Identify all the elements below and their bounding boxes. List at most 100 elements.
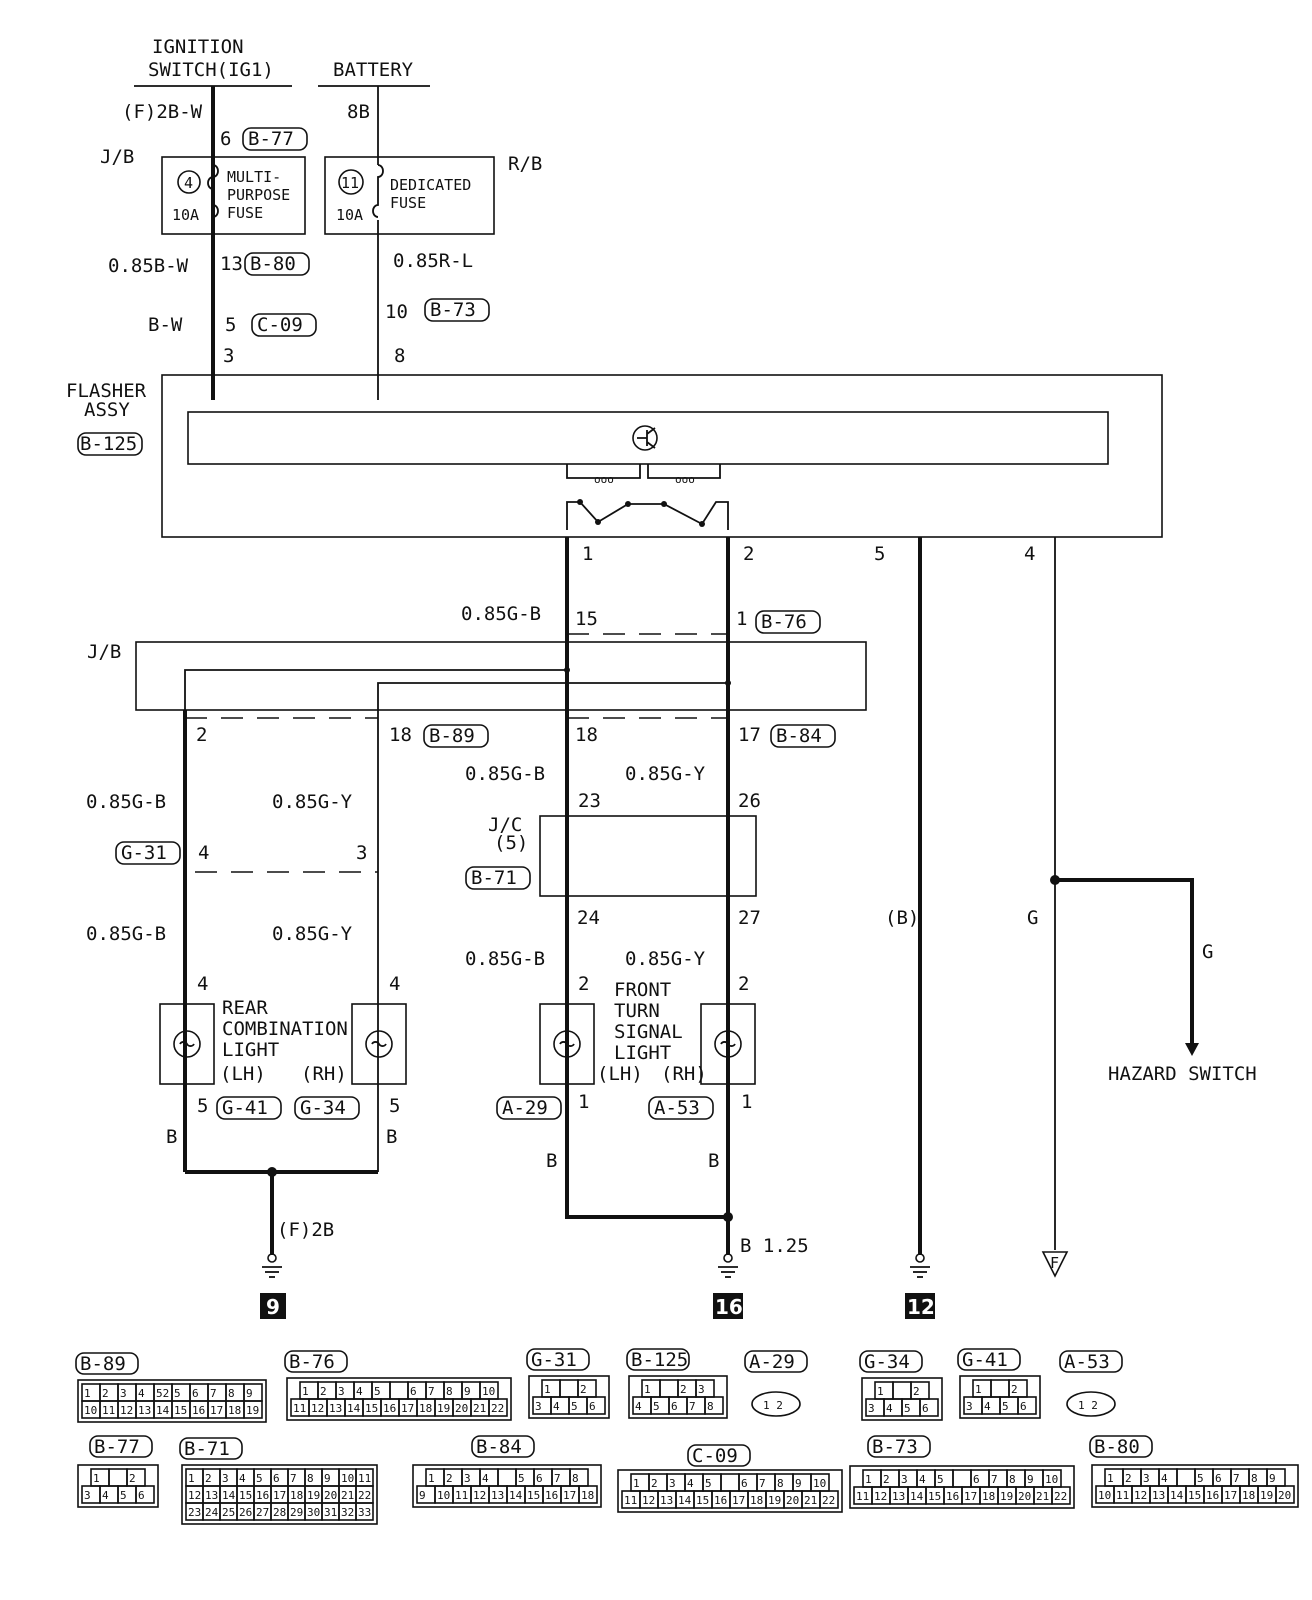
pin-number: 52: [156, 1387, 169, 1400]
pin-number: 5: [374, 1385, 381, 1398]
pin-number: 1: [877, 1385, 884, 1398]
pin-number: 3: [669, 1477, 676, 1490]
pin-number: 15: [1188, 1489, 1201, 1502]
pin-number: 6: [1020, 1400, 1027, 1413]
pin-5: 5: [225, 314, 236, 336]
legend-tag-label: A-53: [1064, 1351, 1110, 1373]
pin-number: 17: [1224, 1489, 1237, 1502]
pin-number: 26: [239, 1506, 252, 1519]
pin-number: 18: [1242, 1489, 1255, 1502]
flasher-transistor-icon: [632, 425, 658, 451]
legend-tag-label: G-41: [962, 1349, 1008, 1371]
pin-number: 1: [975, 1383, 982, 1396]
front-rh-pin-1: 1: [741, 1091, 752, 1113]
pin-number: 4: [553, 1400, 560, 1413]
legend-tag-g34: G-34: [859, 1350, 923, 1373]
junction-block-mid: [135, 641, 867, 711]
pin-number: 5: [120, 1489, 127, 1502]
bulb-icon: [553, 1030, 581, 1058]
pin-number: 6: [741, 1477, 748, 1490]
front-lh-label: (LH): [597, 1063, 643, 1085]
connector-tag-b89: [423, 724, 489, 748]
pin-number: 7: [554, 1472, 561, 1485]
hazard-branch-wire: [1055, 878, 1194, 1045]
g31-pin-3: 3: [356, 842, 367, 864]
pin-number: 1: [644, 1383, 651, 1396]
pin-number: 7: [759, 1477, 766, 1490]
legend-tag-label: B-76: [289, 1351, 335, 1373]
bulb-icon: [173, 1030, 201, 1058]
front-lh-pin-2: 2: [578, 973, 589, 995]
flasher-pin-1: 1: [582, 543, 593, 565]
pin-number: 11: [358, 1472, 371, 1485]
pin-number: 8: [307, 1472, 314, 1485]
pin-number: 3: [535, 1400, 542, 1413]
pin-number: 21: [341, 1489, 354, 1502]
flasher-module: [187, 411, 1109, 465]
pin-number: 31: [324, 1506, 337, 1519]
pin-number: 22: [358, 1489, 371, 1502]
pin-6: 6: [220, 128, 231, 150]
legend-tag-g31: G-31: [526, 1348, 590, 1371]
pin-number: 19: [1260, 1489, 1273, 1502]
fuse-4-name-2: PURPOSE: [227, 186, 290, 204]
pin-number: 13: [205, 1489, 218, 1502]
pin-number: 10: [341, 1472, 354, 1485]
legend-tag-label: B-125: [631, 1349, 688, 1371]
connector-tag-g31-label: G-31: [121, 842, 167, 864]
wire-label-bw: B-W: [148, 314, 183, 336]
pin-number: 6: [536, 1472, 543, 1485]
pin-number: 17: [273, 1489, 286, 1502]
joint-connector-5: [539, 815, 757, 897]
contact-dot: [625, 501, 631, 507]
pin-number: 33: [358, 1506, 371, 1519]
pin-number: 9: [1027, 1473, 1034, 1486]
pin-number: 5: [518, 1472, 525, 1485]
ground-icon: [718, 1217, 738, 1278]
jb-internal-left-bus: [184, 669, 567, 710]
hazard-arrow-icon: [1185, 1043, 1199, 1056]
pin-number: 10: [84, 1404, 97, 1417]
pin-number: 15: [527, 1489, 540, 1502]
pin-number: 12: [642, 1494, 655, 1507]
multi-purpose-fuse-box: [161, 156, 306, 235]
connector-tag-b71-label: B-71: [471, 867, 517, 889]
pin-number: 17: [401, 1402, 414, 1415]
pin-number: 11: [856, 1490, 869, 1503]
legend-tag-c09: C-09: [687, 1444, 751, 1467]
jc-pin-23: 23: [578, 790, 601, 812]
dedicated-fuse-box: [324, 156, 495, 235]
ground-point-12-badge: [905, 1293, 935, 1319]
pin-number: 13: [491, 1489, 504, 1502]
pin-number: 2: [651, 1477, 658, 1490]
pin-number: 7: [1233, 1472, 1240, 1485]
flasher-pin-2: 2: [743, 543, 754, 565]
pin-number: 5: [256, 1472, 263, 1485]
connector-tag-b73: [424, 298, 490, 322]
bulb-icon: [714, 1030, 742, 1058]
pin-number: 14: [1170, 1489, 1184, 1502]
pin-number: 6: [273, 1472, 280, 1485]
pin-number: 4: [635, 1400, 642, 1413]
wire-label-b-front-rh: B: [708, 1150, 719, 1172]
connector-tag-b80: [244, 252, 310, 276]
pin-number: 16: [946, 1490, 959, 1503]
fuse-4-number: 4: [184, 174, 193, 192]
pin-number: 8: [572, 1472, 579, 1485]
connector-face-a53: 1 2: [1066, 1391, 1116, 1417]
pin-number: 18: [750, 1494, 763, 1507]
legend-tag-label: G-31: [531, 1349, 577, 1371]
connector-f-triangle-icon: [1041, 1251, 1069, 1278]
pin-number: 2: [205, 1472, 212, 1485]
pin-number: 4: [687, 1477, 694, 1490]
pin-number: 18: [228, 1404, 241, 1417]
connector-tag-c09-label: C-09: [257, 314, 303, 336]
pin-number: 3: [966, 1400, 973, 1413]
pin-number: 1: [544, 1383, 551, 1396]
rear-light-label-1: REAR: [222, 997, 268, 1019]
pin-number: 10: [437, 1489, 450, 1502]
relay-coils-frame: [566, 464, 721, 479]
